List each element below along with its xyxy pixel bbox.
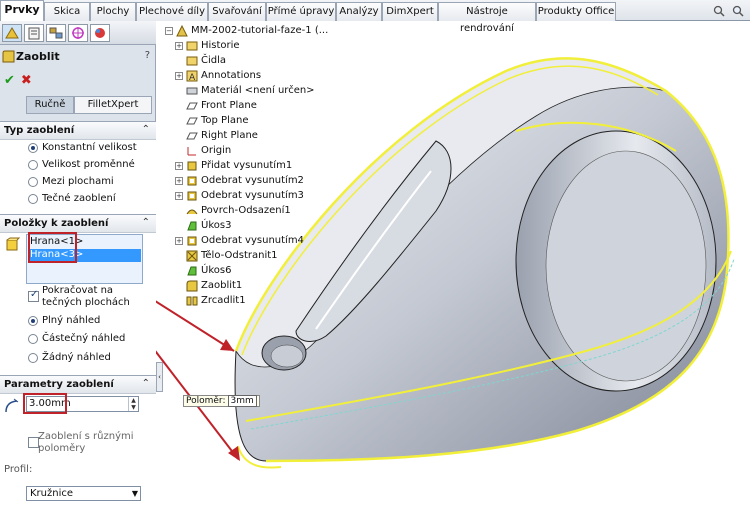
tab-produkty-office[interactable]: Produkty Office	[536, 2, 616, 21]
params-header[interactable]: Parametry zaoblení ⌃	[0, 376, 156, 394]
collapse-icon[interactable]: ⌃	[141, 378, 150, 389]
fillet-icon	[186, 280, 198, 292]
multi-radius-label: Zaoblení s různými poloměry	[38, 431, 134, 454]
feature-manager-tab-icon[interactable]	[2, 24, 22, 42]
section-title: Parametry zaoblení	[4, 379, 114, 390]
radius-callout-value: 3mm	[227, 395, 257, 407]
zoom-area-icon[interactable]	[732, 5, 744, 17]
items-header[interactable]: Položky k zaoblení ⌃	[0, 215, 156, 233]
surface-icon	[186, 209, 198, 215]
ok-button[interactable]: ✔	[4, 73, 15, 88]
tangent-propagation-checkbox[interactable]	[28, 289, 39, 302]
cut-extrude-icon	[187, 176, 197, 186]
feature-header: Zaoblit ?	[0, 49, 156, 65]
manager-tabs	[0, 21, 156, 45]
origin-icon	[187, 147, 196, 156]
radius-input-highlight	[23, 393, 67, 414]
view-toolbar	[709, 5, 744, 20]
tab-skica[interactable]: Skica	[44, 2, 90, 21]
callout-arrows	[156, 300, 240, 461]
tab-prime-upravy[interactable]: Přímé úpravy	[266, 2, 336, 21]
delete-body-icon	[186, 250, 198, 262]
section-title: Položky k zaoblení	[4, 218, 109, 229]
fillet-icon	[2, 50, 15, 63]
radius-spinner[interactable]: ▲▼	[128, 397, 138, 411]
filletxpert-mode-button[interactable]: FilletXpert	[74, 96, 152, 114]
edge-selection-icon	[6, 237, 20, 251]
sensors-icon	[186, 56, 198, 66]
list-item[interactable]: Hrana<1>	[30, 236, 84, 247]
material-icon	[186, 87, 198, 95]
edge-list[interactable]: Hrana<1> Hrana<3>	[26, 234, 143, 284]
tab-analyzy[interactable]: Analýzy	[336, 2, 382, 21]
edge-list-highlight	[28, 232, 77, 263]
cut-extrude-icon	[187, 236, 197, 246]
radius-callout: Poloměr:3mm	[183, 395, 260, 407]
profile-select[interactable]: Kružnice ▼	[26, 486, 141, 501]
zoom-icon[interactable]	[713, 5, 725, 17]
graphics-area[interactable]	[156, 21, 750, 506]
tab-dimxpert[interactable]: DimXpert	[382, 2, 438, 21]
command-manager-tabs: Prvky Skica Plochy Plechové díly Svařová…	[0, 0, 750, 34]
radius-icon	[5, 398, 19, 413]
collapse-icon[interactable]: ⌃	[141, 217, 150, 228]
cancel-button[interactable]: ✖	[20, 73, 32, 88]
tab-nastroje-rendrovani[interactable]: Nástroje rendrování	[438, 2, 536, 34]
part-model[interactable]	[234, 57, 735, 469]
display-manager-tab-icon[interactable]	[90, 24, 110, 42]
svg-text:A: A	[189, 73, 196, 82]
dimxpert-manager-tab-icon[interactable]	[68, 24, 88, 42]
plane-icon	[186, 132, 198, 140]
radius-input[interactable]: 3.00mm	[26, 396, 139, 412]
help-icon[interactable]: ?	[144, 50, 150, 61]
tab-prvky[interactable]: Prvky	[0, 0, 44, 22]
radius-callout-label: Poloměr:	[186, 396, 226, 406]
part-icon	[176, 25, 188, 37]
fillet-type-header[interactable]: Typ zaoblení ⌃	[0, 122, 156, 140]
plane-icon	[186, 117, 198, 125]
multi-radius-checkbox[interactable]	[28, 437, 39, 448]
section-title: Typ zaoblení	[4, 125, 75, 136]
annotations-icon: A	[186, 70, 198, 82]
list-item[interactable]: Hrana<3>	[28, 249, 141, 262]
profile-label: Profil:	[4, 464, 33, 475]
flyout-toggle[interactable]: ‹	[156, 362, 163, 392]
chevron-down-icon: ▼	[131, 489, 138, 498]
profile-value: Kružnice	[30, 488, 74, 499]
tab-plochy[interactable]: Plochy	[90, 2, 136, 21]
tab-svarovani[interactable]: Svařování	[208, 2, 266, 21]
property-manager: Zaoblit ? ✔✖ Ručně FilletXpert Typ zaobl…	[0, 21, 156, 506]
property-manager-tab-icon[interactable]	[24, 24, 44, 42]
tab-plechove-dily[interactable]: Plechové díly	[136, 2, 208, 21]
plane-icon	[186, 102, 198, 110]
collapse-icon[interactable]: ⌃	[141, 124, 150, 135]
history-icon	[186, 41, 198, 51]
extrude-icon	[187, 161, 197, 171]
cut-extrude-icon	[187, 191, 197, 201]
mode-toggle: Ručně FilletXpert	[26, 96, 152, 114]
configuration-manager-tab-icon[interactable]	[46, 24, 66, 42]
draft-icon	[187, 266, 197, 276]
mirror-icon	[186, 296, 198, 306]
draft-icon	[187, 221, 197, 231]
ok-cancel: ✔✖	[4, 73, 32, 88]
tangent-propagation-label: Pokračovat na tečných plochách	[42, 285, 130, 308]
fillet-type-section: Typ zaoblení ⌃ Konstantní velikost Velik…	[0, 121, 156, 232]
manual-mode-button[interactable]: Ručně	[26, 96, 74, 114]
feature-title: Zaoblit	[16, 50, 60, 63]
